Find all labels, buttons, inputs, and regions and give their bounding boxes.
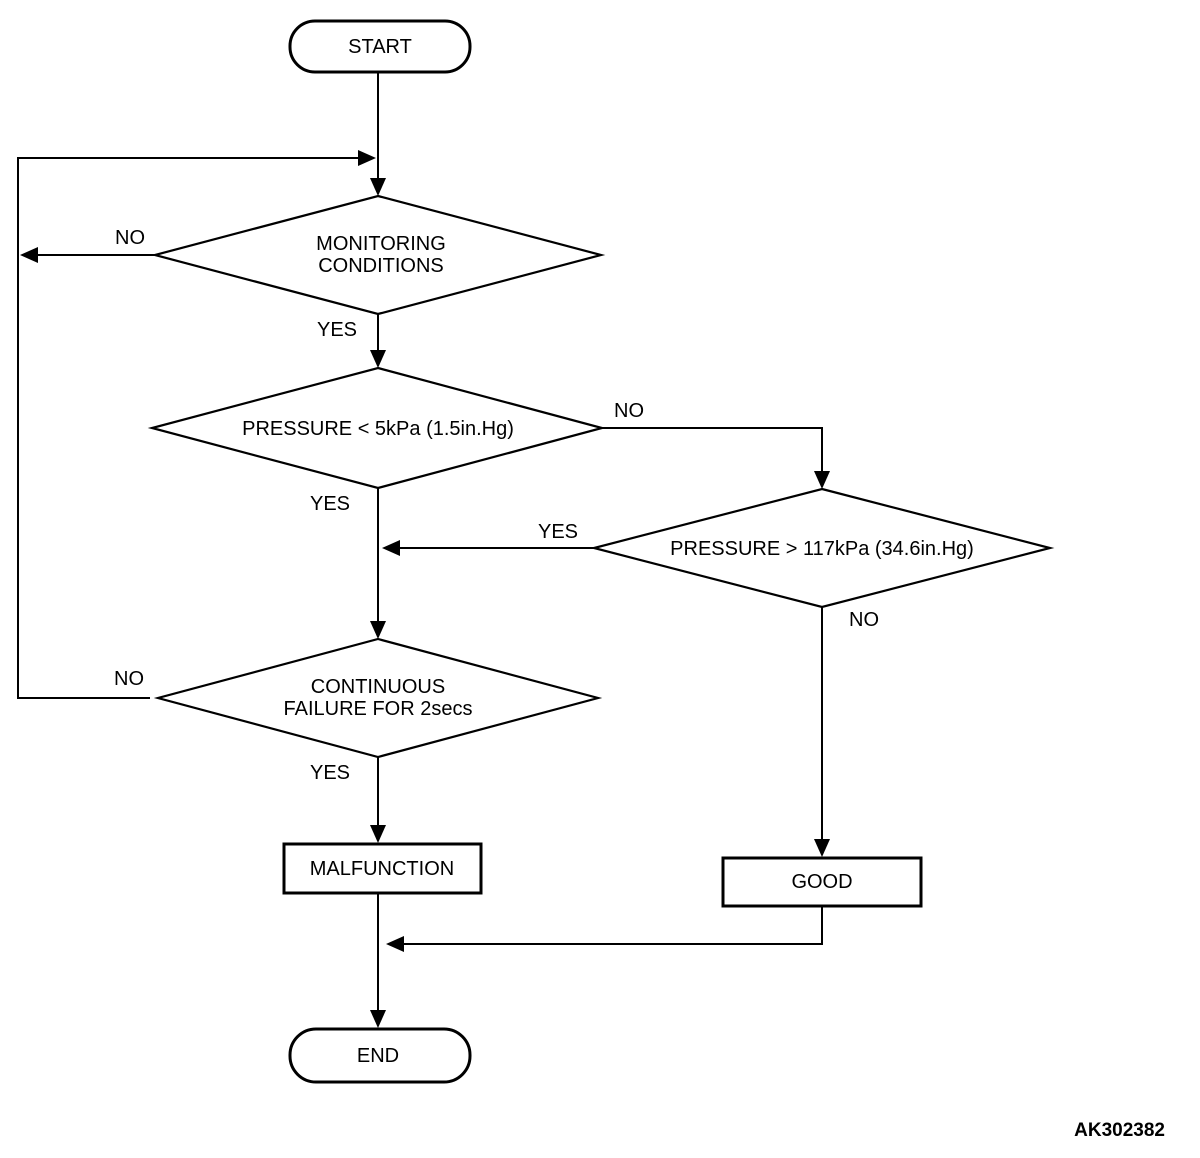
label-pressure-high-yes: YES [538, 521, 578, 543]
node-malfunction-label: MALFUNCTION [310, 858, 454, 880]
arrow-pressure-high-yes [382, 540, 400, 556]
node-continuous-failure-label-line2: FAILURE FOR 2secs [284, 698, 473, 720]
node-continuous-failure-label-line1: CONTINUOUS [311, 676, 445, 698]
arrow-monitoring-no [20, 247, 38, 263]
node-monitoring-conditions-label-line2: CONDITIONS [318, 255, 444, 277]
node-pressure-high [589, 487, 1055, 609]
label-monitoring-no: NO [115, 227, 145, 249]
figure-code: AK302382 [1074, 1120, 1165, 1141]
arrow-into-malfunction [370, 825, 386, 843]
node-monitoring-conditions-label-line1: MONITORING [316, 233, 446, 255]
arrow-into-end [370, 1010, 386, 1028]
node-start [288, 19, 472, 74]
node-end-label: END [357, 1045, 399, 1067]
node-start-label: START [348, 36, 412, 58]
label-continuous-yes: YES [310, 762, 350, 784]
label-pressure-low-yes: YES [310, 493, 350, 515]
arrow-into-pressure-high [814, 471, 830, 489]
edge-good-to-merge [402, 906, 823, 945]
node-monitoring-conditions [150, 194, 606, 316]
arrow-into-continuous [370, 621, 386, 639]
arrow-merge-into-main [386, 936, 404, 952]
node-good-label: GOOD [791, 871, 852, 893]
node-pressure-low [147, 366, 607, 490]
arrow-into-pressure-low [370, 350, 386, 368]
node-pressure-low-label: PRESSURE < 5kPa (1.5in.Hg) [242, 418, 514, 440]
label-continuous-no: NO [114, 668, 144, 690]
node-continuous-failure [153, 637, 603, 759]
arrow-into-good [814, 839, 830, 857]
node-end [288, 1027, 472, 1084]
edge-loopback-continuous-no [17, 157, 362, 699]
arrow-loopback-into-main [358, 150, 376, 166]
label-pressure-low-no: NO [614, 400, 644, 422]
edge-pressure-low-no [598, 427, 823, 473]
node-pressure-high-label: PRESSURE > 117kPa (34.6in.Hg) [670, 538, 974, 560]
label-pressure-high-no: NO [849, 609, 879, 631]
node-good [721, 856, 923, 908]
arrow-into-monitoring [370, 178, 386, 196]
label-monitoring-yes: YES [317, 319, 357, 341]
node-malfunction [282, 842, 483, 895]
